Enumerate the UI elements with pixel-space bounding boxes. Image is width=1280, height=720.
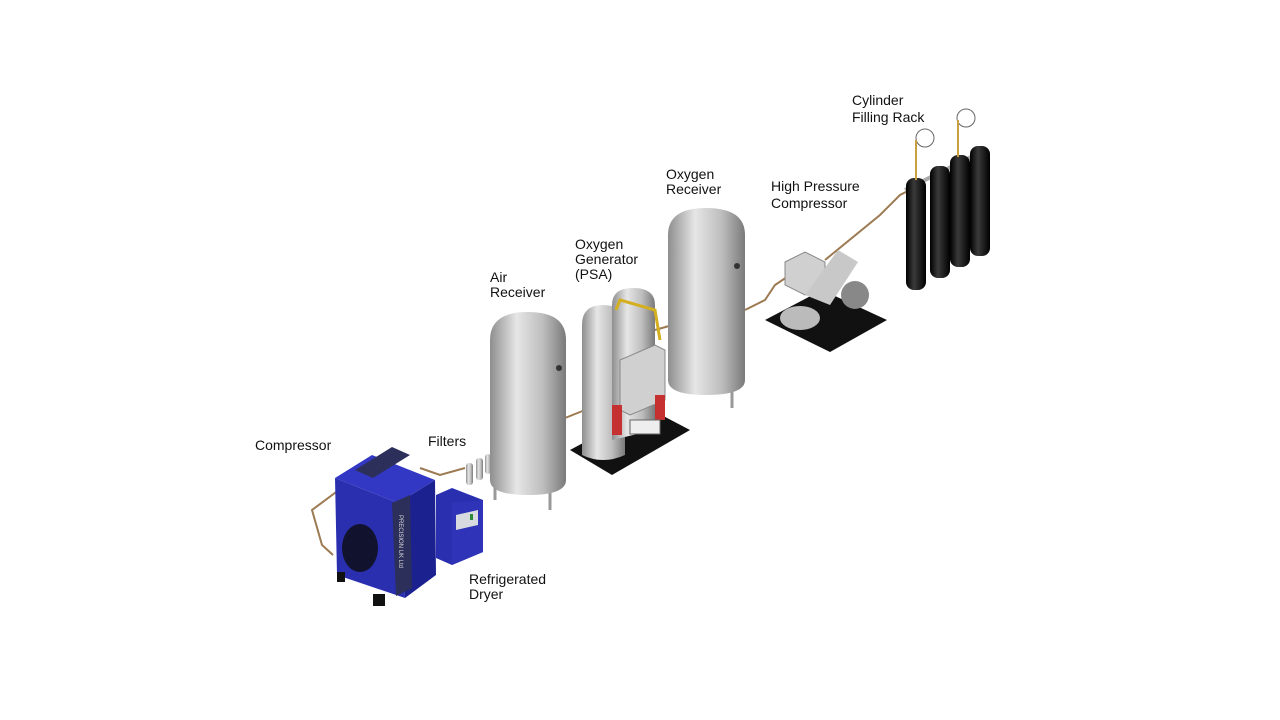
compressor-brand-logo: PRECISION UK Ltd — [397, 515, 403, 568]
label-text: Compressor — [771, 195, 848, 211]
label-text: (PSA) — [575, 266, 613, 282]
label-text: Receiver — [490, 284, 546, 300]
label-text: Cylinder — [852, 92, 904, 108]
oxygen-receiver-tank — [668, 208, 745, 408]
label-text: Air — [490, 269, 508, 285]
label-text: Filters — [428, 433, 467, 449]
oxygen-generator-psa — [570, 288, 690, 475]
label-text: Oxygen — [666, 166, 715, 182]
label-text: Compressor — [255, 437, 332, 453]
label-compressor: Compressor — [255, 438, 331, 453]
air-receiver-tank — [490, 312, 566, 510]
label-text: Receiver — [666, 181, 722, 197]
label-text: Oxygen — [575, 236, 624, 252]
label-text: Filling Rack — [852, 109, 925, 125]
cylinder-filling-rack — [904, 108, 990, 290]
label-text: Dryer — [469, 586, 504, 602]
label-text: High Pressure — [771, 178, 860, 194]
filters — [466, 454, 491, 485]
label-text: Refrigerated — [469, 571, 547, 587]
refrigerated-dryer — [436, 488, 483, 565]
label-filters: Filters — [428, 434, 466, 449]
label-text: Generator — [575, 251, 639, 267]
compressor-unit: PRECISION UK Ltd — [335, 447, 436, 606]
high-pressure-compressor — [765, 250, 887, 352]
